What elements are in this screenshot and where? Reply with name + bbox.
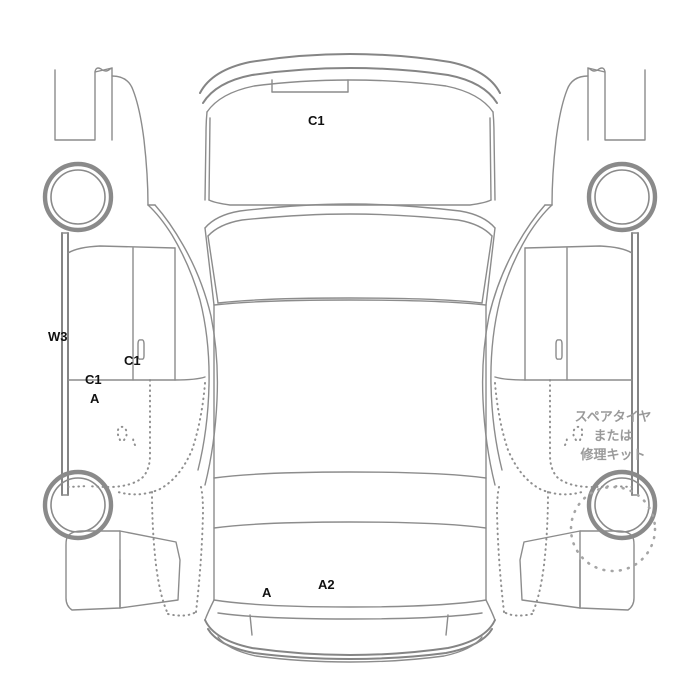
rear-bumper [204, 599, 496, 663]
damage-label-left-rocker-c1: C1 [85, 372, 102, 387]
left-rocker-rail [61, 232, 69, 496]
left-rear-section [65, 530, 181, 611]
damage-label-hood-c1: C1 [308, 113, 325, 128]
right-rear-section [519, 530, 635, 611]
right-body-shell [481, 204, 633, 486]
left-hidden-lines [67, 379, 206, 617]
spare-tire-note-line2: または [593, 428, 633, 444]
left-rear-wheel [42, 469, 114, 541]
windshield [204, 203, 496, 306]
damage-label-rear-a: A [262, 585, 272, 600]
left-side-view [42, 67, 219, 617]
right-rocker-rail [631, 232, 639, 496]
right-rear-wheel [586, 469, 658, 541]
damage-label-left-sill-w3: W3 [48, 329, 68, 344]
left-body-shell [67, 204, 219, 486]
damage-label-left-rocker-a: A [90, 391, 100, 406]
right-front-wheel [586, 161, 658, 233]
hood [204, 111, 496, 206]
top-down-view [199, 53, 501, 663]
right-side-view [481, 67, 658, 617]
roof-body [213, 304, 487, 601]
front-bumper [199, 53, 501, 113]
left-front-wheel [42, 161, 114, 233]
spare-tire-note-line3: 修理キット [580, 447, 646, 463]
left-front-section [54, 67, 149, 206]
damage-label-rear-a2: A2 [318, 577, 335, 592]
spare-tire-circle [569, 485, 657, 573]
spare-tire-note: スペアタイヤ または 修理キット [563, 409, 663, 466]
spare-tire-note-line1: スペアタイヤ [574, 410, 652, 425]
damage-label-left-door-c1: C1 [124, 353, 141, 368]
right-front-section [551, 67, 646, 206]
